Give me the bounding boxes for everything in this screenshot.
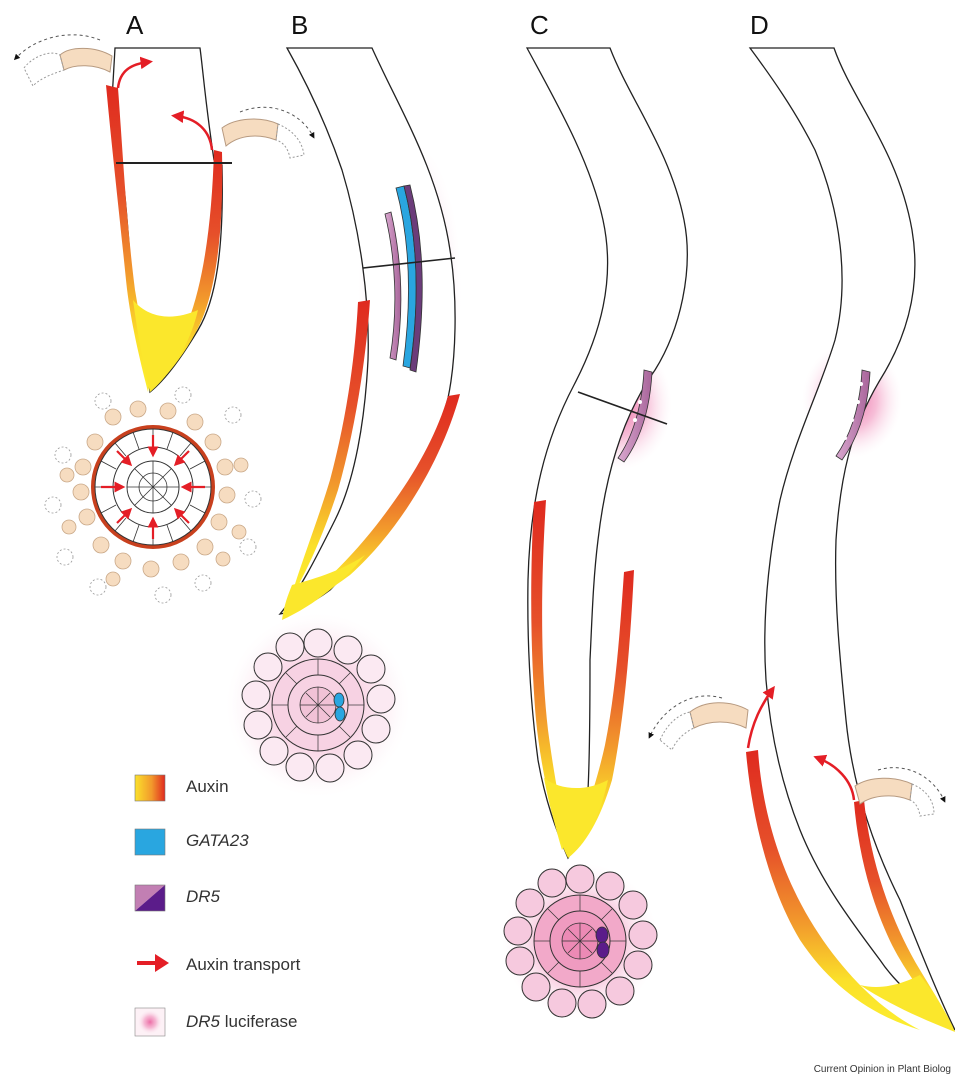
legend-label-dr5: DR5: [186, 887, 220, 907]
panel-a: [16, 35, 313, 603]
legend-item-dr5-luciferase: DR5 luciferase: [134, 1006, 394, 1040]
journal-credit: Current Opinion in Plant Biolog: [814, 1064, 951, 1075]
legend-label-dr5-luciferase-gene: DR5: [186, 1012, 220, 1031]
panel-c: [502, 48, 687, 1019]
root-cap-cells-d-left: [660, 703, 748, 750]
legend-item-gata23: GATA23: [134, 825, 394, 859]
root-cap-cells-right: [222, 119, 304, 158]
panel-label-b: B: [291, 10, 308, 41]
root-tip-c: [544, 778, 608, 858]
panel-label-a: A: [126, 10, 143, 41]
root-cap-cells-d-right: [855, 778, 934, 816]
panel-label-d: D: [750, 10, 769, 41]
cross-section-c: [502, 863, 658, 1019]
cross-section-b: [226, 613, 410, 797]
legend-label-dr5-luciferase-suffix: luciferase: [220, 1012, 297, 1031]
root-cap-cells-left: [24, 48, 112, 86]
panel-d: [650, 48, 955, 1032]
legend-label-auxin: Auxin: [186, 777, 229, 797]
legend-item-auxin-transport: Auxin transport: [134, 949, 394, 983]
panel-label-c: C: [530, 10, 549, 41]
root-outline-b: [280, 48, 455, 614]
legend-label-dr5-luciferase: DR5 luciferase: [186, 1012, 298, 1032]
legend-item-dr5: DR5: [134, 881, 394, 915]
legend-label-gata23: GATA23: [186, 831, 249, 851]
cross-section-a: [45, 387, 261, 603]
panel-b: [226, 48, 462, 797]
legend-item-auxin: Auxin: [134, 771, 394, 805]
legend-label-auxin-transport: Auxin transport: [186, 955, 300, 975]
